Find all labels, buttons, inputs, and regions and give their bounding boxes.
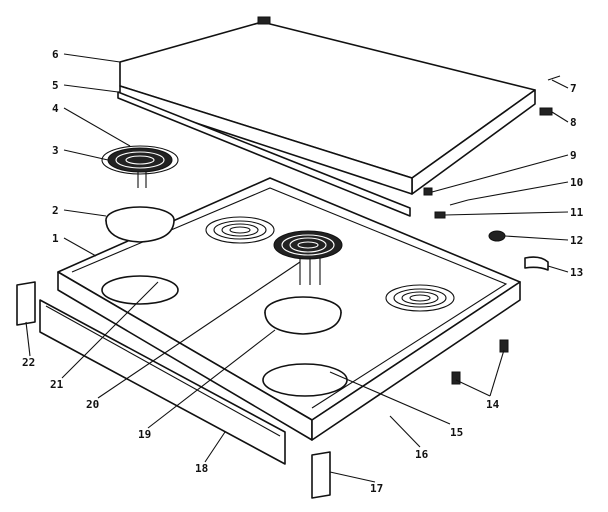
- callout-18: 18: [195, 462, 208, 475]
- callout-2: 2: [52, 204, 59, 217]
- leader-lines: [25, 53, 569, 483]
- callout-14: 14: [486, 398, 500, 411]
- callout-15: 15: [450, 426, 463, 439]
- callout-16: 16: [415, 448, 429, 461]
- callout-8: 8: [570, 116, 577, 129]
- drip-pan-large: [264, 296, 342, 335]
- screw-10: [449, 199, 469, 206]
- callout-6: 6: [52, 48, 59, 61]
- callout-labels: 6 5 4 3 2 1 7 8 9 10 11 12 13 14 15 16 1…: [22, 48, 584, 495]
- callout-11: 11: [570, 206, 584, 219]
- clip-9: [423, 187, 433, 196]
- callout-3: 3: [52, 144, 59, 157]
- callout-9: 9: [570, 149, 577, 162]
- callout-12: 12: [570, 234, 583, 247]
- front-trim-bar: [39, 299, 286, 465]
- top-cover: [119, 16, 536, 195]
- callout-17: 17: [370, 482, 383, 495]
- bracket-13: [524, 256, 549, 271]
- end-cap-17: [311, 451, 331, 499]
- callout-7: 7: [570, 82, 577, 95]
- surface-element-3: [107, 147, 173, 188]
- callout-1: 1: [52, 232, 59, 245]
- screw-7: [547, 75, 561, 81]
- element-4: [101, 145, 179, 175]
- drip-pan-small: [105, 206, 175, 243]
- rear-left-element: [205, 216, 275, 244]
- callout-22: 22: [22, 356, 35, 369]
- lifted-surface-element: [273, 230, 343, 285]
- rear-right-element: [385, 284, 455, 312]
- end-cap-22: [16, 281, 36, 326]
- clip-11: [434, 211, 446, 219]
- burner-openings: [101, 275, 348, 397]
- clips-14: [451, 339, 509, 385]
- callout-21: 21: [50, 378, 64, 391]
- callout-19: 19: [138, 428, 151, 441]
- callout-13: 13: [570, 266, 583, 279]
- clip-8: [539, 107, 553, 116]
- callout-4: 4: [52, 102, 59, 115]
- rear-trim-strip: [117, 91, 411, 217]
- callout-5: 5: [52, 79, 59, 92]
- callout-20: 20: [86, 398, 99, 411]
- clip-12: [488, 230, 506, 242]
- callout-10: 10: [570, 176, 583, 189]
